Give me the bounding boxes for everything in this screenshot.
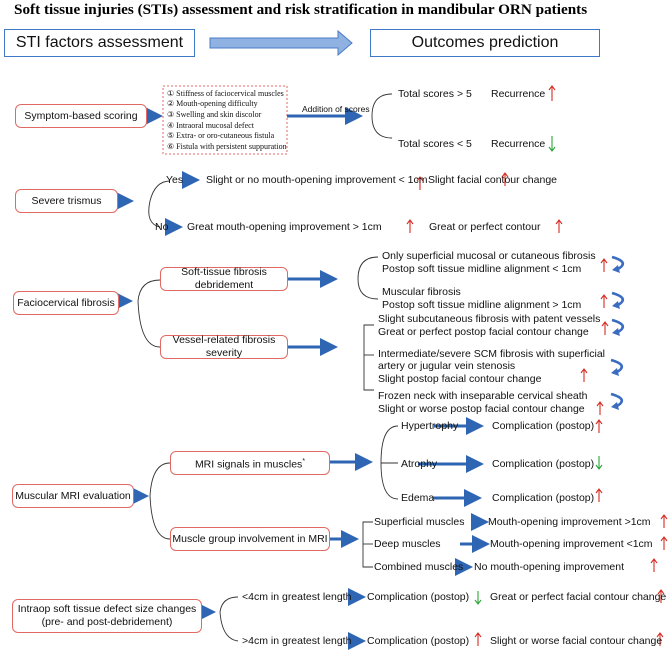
muscle-group-box: Muscle group involvement in MRI [170, 527, 330, 551]
vessel-fibrosis-box: Vessel-related fibrosis severity [160, 334, 288, 359]
mri-edema: Edema [401, 492, 435, 504]
complication-atrophy: Complication (postop) [492, 458, 595, 470]
trismus-no-outcome-2: Great or perfect contour [429, 221, 541, 233]
page-title: Soft tissue injuries (STIs) assessment a… [14, 1, 588, 18]
defect-connectors [198, 588, 366, 650]
defect-size-line-2: (pre- and post-debridement) [41, 616, 173, 628]
symptom-item-4: ④ Intraoral mucosal defect [167, 121, 254, 130]
complication-lt: Complication (postop) [367, 591, 470, 603]
header-left-label: STI factors assessment [15, 34, 184, 51]
defect-size-box: Intraop soft tissue defect size changes … [12, 599, 202, 633]
mri-signals-footnote-mark: * [302, 457, 306, 465]
superficial-outcome: Mouth-opening improvement >1cm [488, 516, 651, 528]
defect-gt-outcome: Slight or worse facial contour change [490, 635, 663, 647]
header-right-label: Outcomes prediction [411, 34, 559, 51]
trismus-connectors [116, 171, 200, 236]
fibrosis-outcome-1b: Postop soft tissue midline alignment < 1… [382, 263, 582, 275]
vessel-fibrosis-label: Vessel-related fibrosis severity [172, 334, 276, 359]
complication-hypertrophy: Complication (postop) [492, 420, 595, 432]
header-sti-assessment: STI factors assessment [4, 29, 195, 57]
recurrence-high: Recurrence [491, 88, 546, 100]
trend-arrows [406, 85, 668, 646]
severe-trismus-label: Severe trismus [31, 194, 102, 207]
fibrosis-debridement-box: Soft-tissue fibrosis debridement [160, 266, 288, 291]
muscular-mri-box: Muscular MRI evaluation [12, 484, 134, 508]
fibrosis-outcome-1a: Only superficial mucosal or cutaneous fi… [382, 250, 596, 262]
complication-edema: Complication (postop) [492, 492, 595, 504]
fibrosis-outcome-5b: Slight or worse postop facial contour ch… [378, 403, 585, 415]
fibrosis-outcome-3a: Slight subcutaneous fibrosis with patent… [378, 313, 601, 325]
symptom-scoring-label: Symptom-based scoring [24, 109, 138, 122]
fibrosis-outcome-5a: Frozen neck with inseparable cervical sh… [378, 390, 588, 402]
fibrosis-outcome-2b: Postop soft tissue midline alignment > 1… [382, 299, 582, 311]
faciocervical-fibrosis-label: Faciocervical fibrosis [17, 296, 115, 309]
muscular-mri-label: Muscular MRI evaluation [15, 489, 131, 502]
symptom-connectors [145, 85, 393, 155]
fibrosis-outcome-2a: Muscular fibrosis [382, 286, 461, 298]
symptom-item-2: ② Mouth-opening difficulty [167, 99, 258, 108]
defect-lt-outcome: Great or perfect facial contour change [490, 591, 667, 603]
deep-outcome: Mouth-opening improvement <1cm [490, 538, 653, 550]
symptom-item-5: ⑤ Extra- or oro-cutaneous fistula [167, 131, 275, 140]
mri-connectors [131, 417, 490, 576]
symptom-item-6: ⑥ Fistula with persistent suppuration [167, 142, 287, 151]
mri-signals-text: MRI signals in muscles [194, 458, 303, 471]
fibrosis-debridement-label: Soft-tissue fibrosis debridement [181, 266, 267, 291]
defect-size-line-1: Intraop soft tissue defect size changes [17, 603, 197, 615]
defect-lt-4cm: <4cm in greatest length [242, 591, 352, 603]
defect-gt-4cm: >4cm in greatest length [242, 635, 352, 647]
combined-outcome: No mouth-opening improvement [474, 561, 624, 573]
fibrosis-outcome-4b: artery or jugular vein stenosis [378, 360, 516, 372]
symptom-item-3: ③ Swelling and skin discolor [167, 110, 262, 119]
trismus-yes-outcome-2: Slight facial contour change [428, 174, 557, 186]
curl-arrows [610, 255, 625, 408]
trismus-yes-outcome-1: Slight or no mouth-opening improvement <… [206, 174, 428, 186]
score-low: Total scores < 5 [398, 138, 472, 150]
trismus-no: No [155, 221, 169, 233]
header-outcomes-prediction: Outcomes prediction [370, 29, 600, 57]
addition-of-scores: Addition of scores [302, 104, 370, 114]
mri-combined-muscles: Combined muscles [374, 561, 464, 573]
fibrosis-outcome-4c: Slight postop facial contour change [378, 373, 542, 385]
symptom-scoring-box: Symptom-based scoring [15, 104, 147, 128]
trismus-yes: Yes [166, 174, 184, 186]
fibrosis-outcome-4a: Intermediate/severe SCM fibrosis with su… [378, 348, 606, 360]
header-arrow [209, 29, 353, 57]
symptom-item-1: ① Stiffness of faciocervical muscles [167, 89, 284, 98]
mri-atrophy: Atrophy [401, 458, 438, 470]
severe-trismus-box: Severe trismus [15, 189, 118, 213]
trismus-no-outcome-1: Great mouth-opening improvement > 1cm [187, 221, 382, 233]
complication-gt: Complication (postop) [367, 635, 470, 647]
mri-deep-muscles: Deep muscles [374, 538, 441, 550]
fibrosis-connectors [115, 256, 379, 391]
mri-signals-box: MRI signals in muscles* [170, 451, 330, 475]
mri-signals-label: MRI signals in muscles* [195, 455, 305, 472]
recurrence-low: Recurrence [491, 138, 546, 150]
mri-superficial-muscles: Superficial muscles [374, 516, 465, 528]
score-high: Total scores > 5 [398, 88, 472, 100]
fibrosis-outcome-3b: Great or perfect postop facial contour c… [378, 326, 589, 338]
curl-arrowheads [611, 265, 620, 410]
faciocervical-fibrosis-box: Faciocervical fibrosis [13, 291, 119, 315]
mri-hypertrophy: Hypertrophy [401, 420, 459, 432]
muscle-group-label: Muscle group involvement in MRI [172, 532, 328, 545]
